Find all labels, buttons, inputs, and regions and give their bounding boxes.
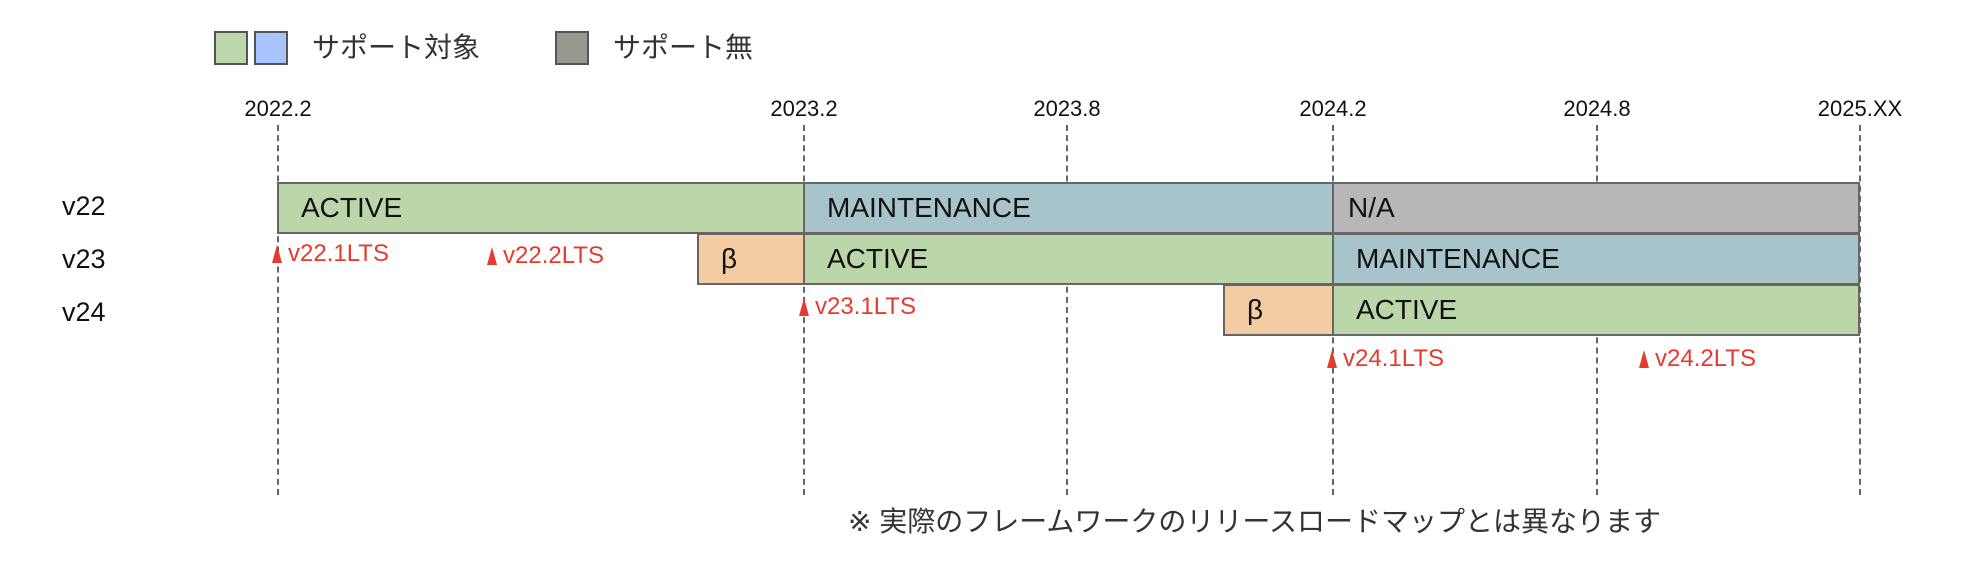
triangle-marker-icon bbox=[487, 247, 497, 265]
bar-v24-beta: β bbox=[1223, 284, 1334, 336]
triangle-marker-icon bbox=[272, 245, 282, 263]
bar-v23-active: ACTIVE bbox=[803, 233, 1334, 285]
bar-v22-na: N/A bbox=[1332, 182, 1860, 234]
gridline-2022-2 bbox=[277, 125, 279, 495]
bar-v22-active: ACTIVE bbox=[277, 182, 805, 234]
tick-2025-xx: 2025.XX bbox=[1817, 96, 1903, 121]
release-marker-v22-2lts: v22.2LTS bbox=[487, 242, 604, 270]
release-label: v22.2LTS bbox=[503, 242, 604, 269]
release-marker-v22-1lts: v22.1LTS bbox=[272, 240, 389, 268]
legend-unsupported-label: サポート無 bbox=[613, 32, 754, 63]
legend-swatch-maintenance bbox=[254, 31, 288, 65]
release-marker-v24-2lts: v24.2LTS bbox=[1639, 345, 1756, 373]
release-label: v22.1LTS bbox=[288, 240, 389, 267]
bar-v24-active: ACTIVE bbox=[1332, 284, 1860, 336]
tick-2023-8: 2023.8 bbox=[1033, 96, 1101, 121]
release-label: v24.1LTS bbox=[1343, 345, 1444, 372]
footnote: ※ 実際のフレームワークのリリースロードマップとは異なります bbox=[848, 506, 1662, 537]
tick-2024-8: 2024.8 bbox=[1563, 96, 1631, 121]
row-label-v23: v23 bbox=[62, 244, 106, 274]
row-label-v24: v24 bbox=[62, 297, 106, 327]
legend-swatch-active bbox=[214, 31, 248, 65]
gridline-2023-8 bbox=[1066, 125, 1068, 495]
gridline-2025-xx bbox=[1859, 125, 1861, 495]
triangle-marker-icon bbox=[1327, 350, 1337, 368]
release-marker-v24-1lts: v24.1LTS bbox=[1327, 345, 1444, 373]
triangle-marker-icon bbox=[799, 298, 809, 316]
bar-v23-beta: β bbox=[697, 233, 805, 285]
tick-2024-2: 2024.2 bbox=[1299, 96, 1367, 121]
bar-v23-maintenance: MAINTENANCE bbox=[1332, 233, 1860, 285]
tick-2023-2: 2023.2 bbox=[770, 96, 838, 121]
legend-supported-label: サポート対象 bbox=[312, 32, 481, 63]
release-marker-v23-1lts: v23.1LTS bbox=[799, 293, 916, 321]
release-label: v24.2LTS bbox=[1655, 345, 1756, 372]
tick-2022-2: 2022.2 bbox=[244, 96, 312, 121]
bar-v22-maintenance: MAINTENANCE bbox=[803, 182, 1334, 234]
release-label: v23.1LTS bbox=[815, 293, 916, 320]
triangle-marker-icon bbox=[1639, 350, 1649, 368]
legend-swatch-na bbox=[555, 31, 589, 65]
row-label-v22: v22 bbox=[62, 191, 106, 221]
